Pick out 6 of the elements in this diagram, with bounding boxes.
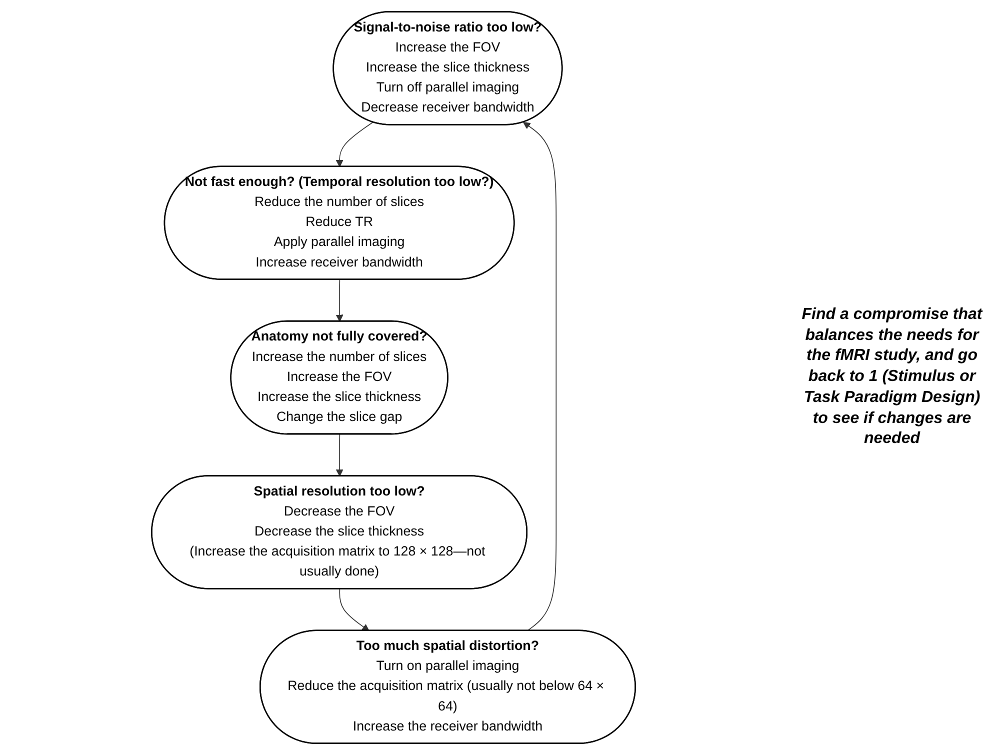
note-text: Find a compromise that balances the needs for the fMRI study, and go back to 1 (Stimulus or Task Paradigm Design) to see if changes are needed	[800, 304, 984, 450]
arrow	[336, 122, 374, 168]
arrow	[523, 122, 557, 632]
arrow	[336, 434, 344, 476]
arrow	[336, 279, 344, 322]
arrow	[339, 588, 370, 632]
